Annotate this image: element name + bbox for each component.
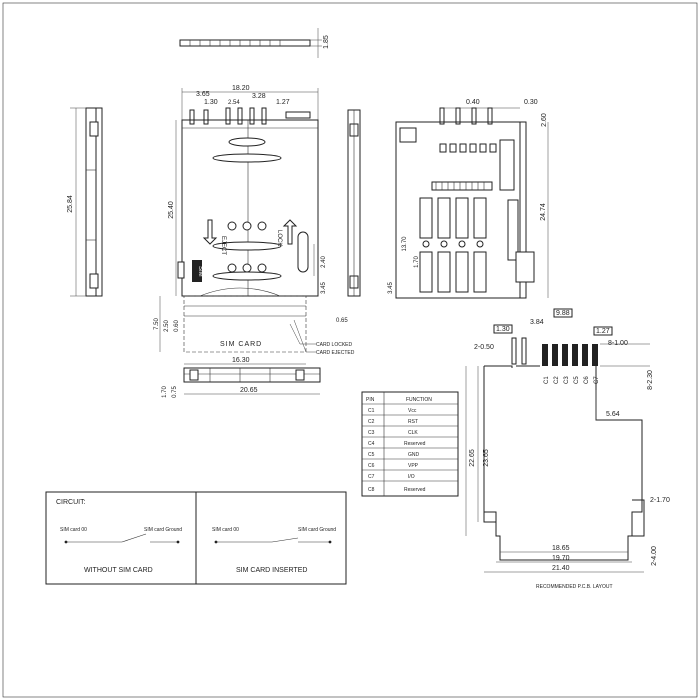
table-pin: C6: [368, 463, 375, 469]
dim-2-50: 2.50: [164, 320, 170, 332]
dim-2-40: 2.40: [321, 256, 327, 268]
fp-9-88: 9.88: [556, 310, 570, 317]
dim-7-50: 7.50: [154, 318, 160, 330]
side-2-60: 2.60: [541, 113, 548, 127]
eject-word: EJECT: [220, 236, 226, 255]
side-detail-view: 0.40 0.30 2.60: [388, 99, 549, 299]
fp-2-1-70: 2-1.70: [650, 497, 670, 504]
fp-21-40: 21.40: [552, 565, 570, 572]
side-3-45: 3.45: [388, 282, 394, 294]
side-24-74: 24.74: [540, 203, 547, 221]
left-switch-b: SIM card Ground: [144, 527, 182, 533]
fp-pin-c3: C3: [564, 376, 570, 384]
card-ejected-label: CARD EJECTED: [316, 350, 355, 356]
fp-1-27: 1.27: [596, 328, 610, 335]
left-switch-a: SIM card 00: [60, 527, 87, 533]
table-func: Reserved: [404, 441, 426, 447]
table-func: VPP: [408, 463, 419, 469]
table-pin: C5: [368, 452, 375, 458]
fp-pin-c7: C7: [594, 376, 600, 384]
fp-2-0-50: 2-0.50: [474, 344, 494, 351]
right-caption: SIM CARD INSERTED: [236, 567, 307, 574]
table-func: RST: [408, 419, 418, 425]
left-side-profile: 25.84: [67, 107, 103, 297]
dim-3-65: 3.65: [196, 91, 210, 98]
fp-2-4-00: 2-4.00: [651, 546, 658, 566]
table-header-pin: PIN: [366, 397, 375, 403]
dim-2-54: 2.54: [228, 100, 240, 106]
fp-pin-c6: C6: [584, 376, 590, 384]
table-func: Reserved: [404, 487, 426, 493]
pcb-footprint: 9.88 1.30 3.84 1.27 2-0.50 8-1.00 8-2.30…: [465, 308, 670, 590]
table-header-function: FUNCTION: [406, 397, 432, 403]
fp-pin-c1: C1: [544, 376, 550, 384]
side-0-40: 0.40: [466, 99, 480, 106]
table-pin: C7: [368, 474, 375, 480]
dim-height-inner: 25.40: [168, 201, 175, 219]
dim-1-27: 1.27: [276, 99, 290, 106]
fp-5-64: 5.64: [606, 411, 620, 418]
card-locked-label: CARD LOCKED: [316, 342, 353, 348]
table-func: CLK: [408, 430, 418, 436]
dim-3-28: 3.28: [252, 93, 266, 100]
bottom-view: 20.65 1.70 0.75: [162, 367, 321, 398]
dim-0-65: 0.65: [336, 318, 348, 324]
lock-word: LOCK: [276, 230, 282, 246]
dim-1-30: 1.30: [204, 99, 218, 106]
pin-function-table: PIN FUNCTION C1 Vcc C2 RST C3 CLK C4 Res…: [361, 391, 459, 497]
side-1-70: 1.70: [414, 256, 420, 268]
bottom-1-70-dim: 1.70: [162, 386, 168, 398]
table-pin: C4: [368, 441, 375, 447]
front-view: 18.20 3.65 1.30 2.54 3.28 1.27 EJECT: [154, 85, 355, 365]
table-pin: C8: [368, 487, 375, 493]
fp-caption: RECOMMENDED P.C.B. LAYOUT: [536, 584, 613, 590]
fp-8-2-30: 8-2.30: [647, 370, 654, 390]
table-func: Vcc: [408, 408, 417, 414]
right-switch-a: SIM card 00: [212, 527, 239, 533]
table-pin: C2: [368, 419, 375, 425]
bottom-width-dim: 20.65: [240, 387, 258, 394]
table-pin: C3: [368, 430, 375, 436]
dim-0-60: 0.60: [174, 320, 180, 332]
right-profile-view: [347, 109, 361, 297]
bottom-0-75-dim: 0.75: [172, 386, 178, 398]
top-profile-view: 1.85: [179, 28, 330, 58]
fp-pin-c2: C2: [554, 376, 560, 384]
table-func: I/O: [408, 474, 415, 480]
dim-width-bottom: 16.30: [232, 357, 250, 364]
dim-width-top: 18.20: [232, 85, 250, 92]
fp-pin-c5: C5: [574, 376, 580, 384]
side-0-30: 0.30: [524, 99, 538, 106]
table-func: GND: [408, 452, 420, 458]
fp-19-70: 19.70: [552, 555, 570, 562]
circuit-title: CIRCUIT:: [56, 499, 86, 506]
circuit-box: CIRCUIT: SIM card 00 SIM card Ground WIT…: [45, 491, 347, 585]
side-13-70: 13.70: [402, 236, 408, 252]
table-pin: C1: [368, 408, 375, 414]
fp-1-30: 1.30: [496, 326, 510, 333]
dim-3-45: 3.45: [321, 282, 327, 294]
fp-22-65: 22.65: [469, 449, 476, 467]
fp-18-65: 18.65: [552, 545, 570, 552]
fp-3-84: 3.84: [530, 319, 544, 326]
left-caption: WITHOUT SIM CARD: [84, 567, 153, 574]
sim-card-label: SIM CARD: [220, 341, 262, 348]
fp-23-65: 23.65: [483, 449, 490, 467]
right-switch-b: SIM card Ground: [298, 527, 336, 533]
top-height-dim: 1.85: [323, 35, 330, 49]
overall-height-dim: 25.84: [67, 195, 74, 213]
fp-8-1-00: 8-1.00: [608, 340, 628, 347]
sim-badge: SIM: [197, 266, 203, 277]
